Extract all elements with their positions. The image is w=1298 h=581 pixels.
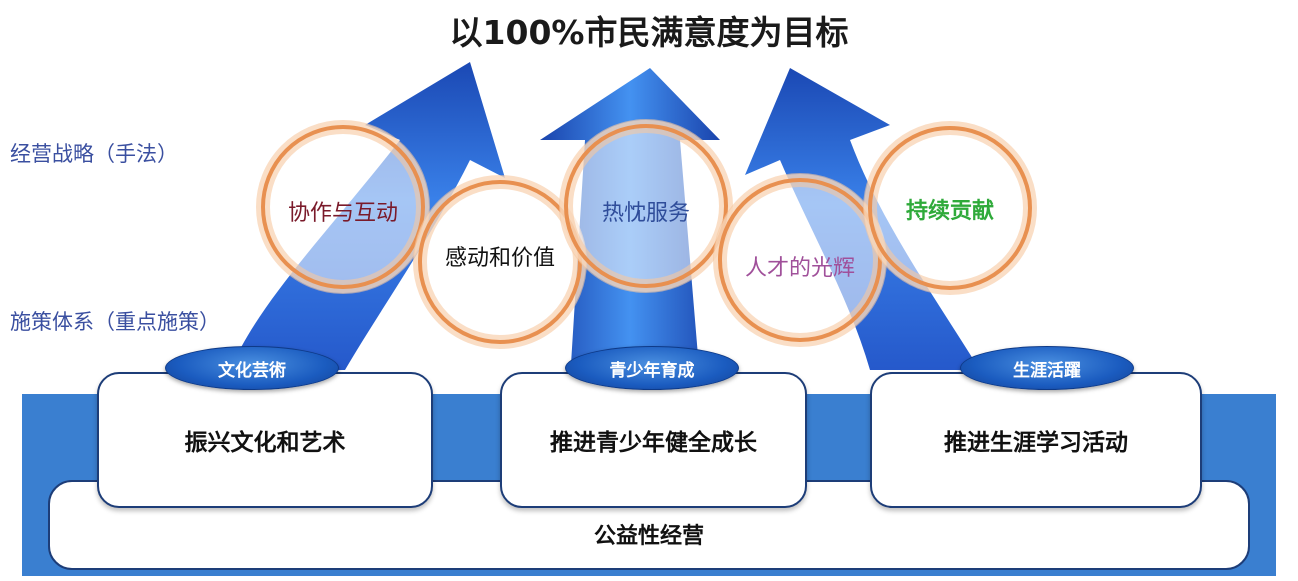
- ring-label-talent: 人才的光辉: [744, 256, 855, 281]
- ring-5: [863, 121, 1037, 295]
- tag-youth: 青少年育成: [565, 346, 739, 390]
- tag-lifelong: 生涯活躍: [960, 346, 1134, 390]
- base-label: 公益性经营: [593, 524, 704, 549]
- page-title: 以100%市民满意度为目标: [449, 13, 849, 52]
- ring-label-service: 热忱服务: [601, 201, 690, 226]
- card-label: 振兴文化和艺术: [184, 430, 346, 456]
- rings: [256, 119, 1037, 349]
- card-label: 推进青少年健全成长: [550, 430, 757, 456]
- ring-label-contribution: 持续贡献: [905, 199, 994, 224]
- card-label: 推进生涯学习活动: [944, 430, 1128, 456]
- ring-4: [713, 173, 887, 347]
- measures-label: 施策体系（重点施策）: [10, 310, 220, 334]
- card-culture-arts: 振兴文化和艺术: [97, 372, 433, 508]
- ring-1: [256, 120, 430, 294]
- ring-label-emotion-value: 感动和价值: [444, 246, 555, 271]
- card-lifelong-learning: 推进生涯学习活动: [870, 372, 1202, 508]
- ring-3: [559, 119, 733, 293]
- strategy-label: 经营战略（手法）: [10, 142, 178, 166]
- ring-2: [413, 175, 587, 349]
- ring-label-collaboration: 协作与互动: [287, 201, 398, 226]
- card-youth: 推进青少年健全成长: [500, 372, 807, 508]
- tag-culture-arts: 文化芸術: [165, 346, 339, 390]
